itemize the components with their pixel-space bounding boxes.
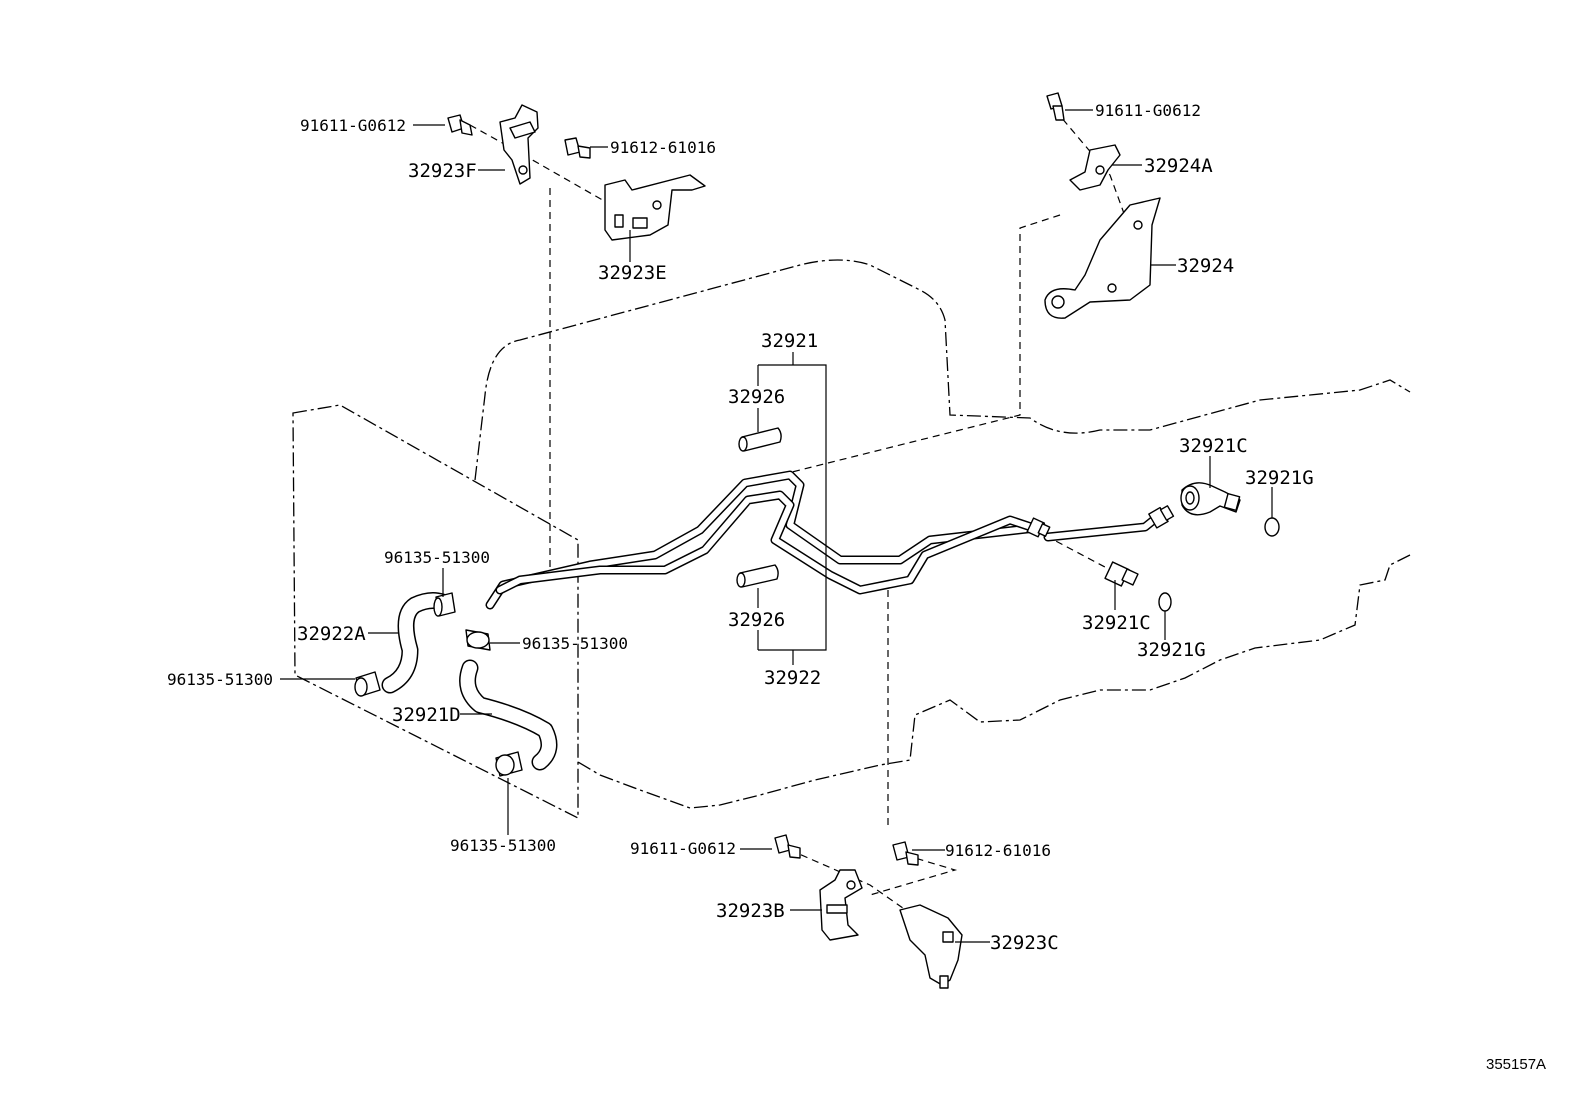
bolt-top-right <box>1046 92 1065 121</box>
label-bolt-top-mid: 91612-61016 <box>610 138 716 157</box>
bracket-32923e <box>604 174 706 241</box>
bracket-32924a <box>1069 144 1121 191</box>
label-grommet-lower: 32926 <box>728 609 785 631</box>
hose-clamp-left <box>354 671 381 697</box>
hose-32921d <box>459 659 558 771</box>
grommet-lower <box>736 564 779 588</box>
label-bolt-bot-left: 91611-G0612 <box>630 839 736 858</box>
grommet-upper <box>738 427 782 452</box>
label-union-lower: 32921C <box>1082 612 1151 634</box>
label-bracket-32923b: 32923B <box>716 900 785 922</box>
label-clamp-left: 96135-51300 <box>167 670 273 689</box>
leader-lines <box>280 109 1273 943</box>
label-o-ring-lower: 32921G <box>1137 639 1206 661</box>
bracket-32923c <box>899 904 963 989</box>
label-clamp-mid: 96135-51300 <box>522 634 628 653</box>
bracket-32923b <box>819 869 863 941</box>
label-hose-32922a: 32922A <box>297 623 366 645</box>
part-labels: 91611-G0612 32923F 91612-61016 32923E 91… <box>167 101 1546 1073</box>
transmission-outline <box>474 259 1411 809</box>
bolt-top-mid <box>564 137 591 159</box>
label-bolt-bot-right: 91612-61016 <box>945 841 1051 860</box>
label-pipe-32921: 32921 <box>761 330 818 352</box>
pipe-end-nut <box>1026 505 1175 538</box>
bracket-32923f <box>499 104 539 185</box>
label-bracket-32924a: 32924A <box>1144 155 1213 177</box>
hose-clamp-bottom <box>495 751 523 777</box>
hose-clamp-mid <box>465 629 491 651</box>
label-union-upper: 32921C <box>1179 435 1248 457</box>
label-grommet-upper: 32926 <box>728 386 785 408</box>
label-pipe-32922: 32922 <box>764 667 821 689</box>
hose-clamp-top <box>433 592 456 617</box>
alignment-lines <box>469 109 1131 921</box>
label-bolt-top-left: 91611-G0612 <box>300 116 406 135</box>
cooler-pipes <box>485 470 1165 610</box>
label-bracket-32923f: 32923F <box>408 160 477 182</box>
label-hose-32921d: 32921D <box>392 704 461 726</box>
label-bolt-top-right: 91611-G0612 <box>1095 101 1201 120</box>
label-clamp-top: 96135-51300 <box>384 548 490 567</box>
label-bracket-32923e: 32923E <box>598 262 667 284</box>
label-o-ring-upper: 32921G <box>1245 467 1314 489</box>
union-elbow-upper <box>1180 482 1241 516</box>
figure-id: 355157A <box>1486 1056 1546 1073</box>
bracket-32924 <box>1044 197 1161 319</box>
label-clamp-bottom: 96135-51300 <box>450 836 556 855</box>
o-ring-lower <box>1158 592 1172 612</box>
hose-32922a <box>381 592 451 694</box>
bolt-top-left <box>447 114 473 136</box>
o-ring-upper <box>1264 517 1280 537</box>
bolt-bot-left <box>774 834 801 859</box>
radiator-outline <box>292 404 579 820</box>
label-bracket-32923c: 32923C <box>990 932 1059 954</box>
union-lower <box>1104 561 1139 587</box>
label-bracket-32924: 32924 <box>1177 255 1234 277</box>
bolt-bot-right <box>892 841 919 866</box>
